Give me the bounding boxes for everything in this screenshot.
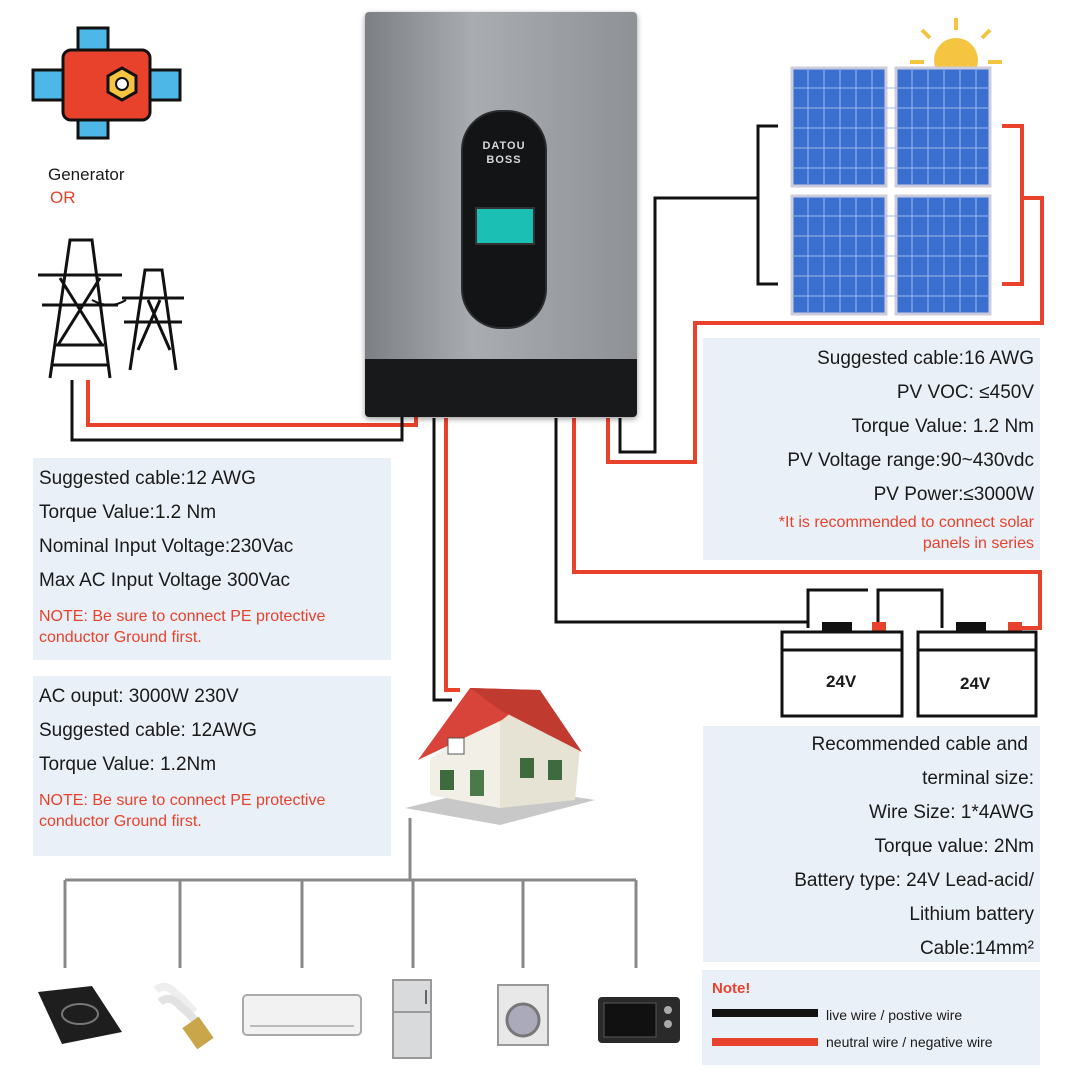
ac-input-ground-note: NOTE: Be sure to connect PE protective c… <box>39 608 326 646</box>
battery-negative-wire <box>554 418 808 624</box>
ac-output-spec-line: Torque Value: 1.2Nm <box>39 754 217 775</box>
live-wire-swatch <box>712 1009 818 1017</box>
pv-spec-line: PV Power:≤3000W <box>873 484 1034 505</box>
ac-output-ground-note: NOTE: Be sure to connect PE protective c… <box>39 792 326 830</box>
ac-output-neutral-wire <box>444 418 460 692</box>
washing-machine-icon <box>497 984 549 1046</box>
battery-spec-line: Recommended cable and <box>811 734 1028 755</box>
battery-positive-wire <box>572 418 1042 630</box>
ac-input-live-wire <box>70 380 404 442</box>
live-wire-label: live wire / postive wire <box>826 1007 963 1023</box>
house-icon <box>405 688 595 825</box>
battery-series-link <box>876 588 944 628</box>
battery-spec-line: Wire Size: 1*4AWG <box>868 802 1034 823</box>
pv-positive-wire <box>618 196 758 454</box>
ac-output-live-wire <box>432 418 452 702</box>
pv-spec-line: Suggested cable:16 AWG <box>817 348 1034 369</box>
solar-panel-icon <box>790 66 992 316</box>
pv-spec-panel: Suggested cable:16 AWG PV VOC: ≤450V Tor… <box>703 338 1040 560</box>
legend-title: Note! <box>712 980 751 997</box>
light-bulb-icon <box>153 982 214 1050</box>
ac-input-spec-line: Suggested cable:12 AWG <box>39 468 256 489</box>
ac-input-spec-line: Max AC Input Voltage 300Vac <box>39 570 291 591</box>
refrigerator-icon <box>392 979 432 1059</box>
battery-voltage-label: 24V <box>960 674 991 693</box>
pv-spec-line: Torque Value: 1.2 Nm <box>851 416 1034 437</box>
wire-legend: Note! live wire / postive wire neutral w… <box>702 970 1040 1065</box>
pv-bracket-left <box>756 124 778 286</box>
inverter-terminal-block <box>365 359 637 417</box>
induction-cooker-icon <box>38 986 122 1044</box>
microwave-oven-icon <box>598 997 680 1043</box>
inverter-brand-bottom: BOSS <box>486 154 522 166</box>
battery-icon <box>780 622 1038 718</box>
neutral-wire-swatch <box>712 1038 818 1046</box>
ac-input-spec-line: Nominal Input Voltage:230Vac <box>39 536 294 557</box>
inverter-front-panel: DATOU BOSS <box>461 110 547 329</box>
battery-spec-line: Cable:14mm² <box>919 938 1034 959</box>
pv-bracket-right <box>1002 124 1024 286</box>
power-tower-icon <box>38 238 184 379</box>
ac-input-spec-panel: Suggested cable:12 AWG Torque Value:1.2 … <box>33 458 391 660</box>
ac-input-spec-line: Torque Value:1.2 Nm <box>39 502 217 523</box>
ac-output-spec-line: AC ouput: 3000W 230V <box>39 686 239 707</box>
battery-spec-line: Torque value: 2Nm <box>874 836 1034 857</box>
neutral-wire-label: neutral wire / negative wire <box>826 1034 993 1050</box>
pv-spec-line: PV Voltage range:90~430vdc <box>787 450 1034 471</box>
generator-label: Generator <box>48 165 125 184</box>
battery-voltage-label: 24V <box>826 672 857 691</box>
air-conditioner-icon <box>242 994 362 1036</box>
battery-spec-line: Lithium battery <box>909 904 1034 925</box>
battery-spec-line: terminal size: <box>922 768 1034 789</box>
or-label: OR <box>50 188 76 207</box>
inverter-lcd-screen <box>475 207 535 245</box>
generator-icon <box>31 26 182 140</box>
battery-spec-panel: Recommended cable and terminal size: Wir… <box>703 726 1040 962</box>
ac-output-spec-line: Suggested cable: 12AWG <box>39 720 257 741</box>
ac-input-neutral-wire <box>86 380 418 427</box>
pv-spec-line: PV VOC: ≤450V <box>896 382 1034 403</box>
battery-series-link-2 <box>806 588 868 628</box>
battery-spec-line: Battery type: 24V Lead-acid/ <box>794 870 1034 891</box>
pv-negative-wire <box>606 196 1044 464</box>
inverter: DATOU BOSS <box>365 12 637 417</box>
pv-series-note: *It is recommended to connect solar pane… <box>778 514 1034 552</box>
ac-output-spec-panel: AC ouput: 3000W 230V Suggested cable: 12… <box>33 676 391 856</box>
inverter-brand-top: DATOU <box>482 140 526 152</box>
